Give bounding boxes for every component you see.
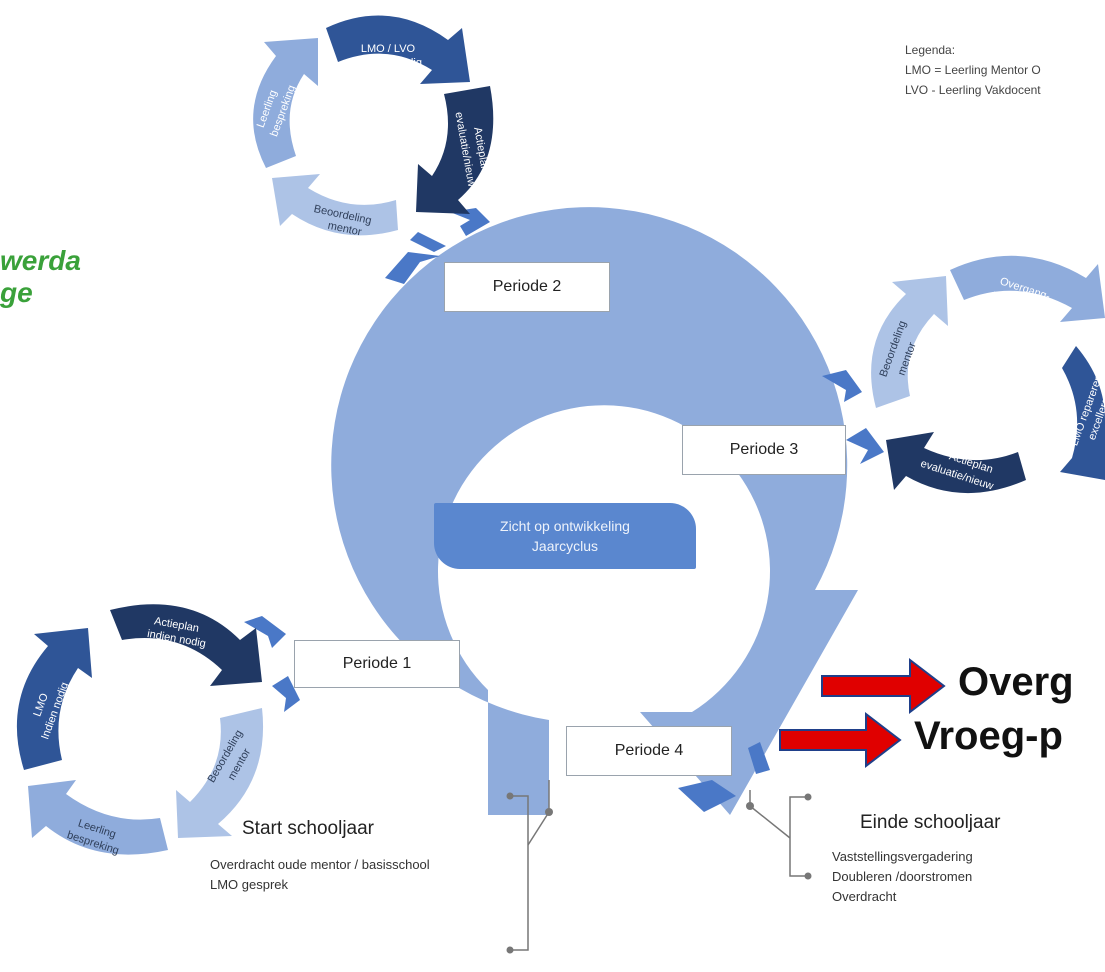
start-list: Overdracht oude mentor / basisschool LMO…: [210, 855, 430, 895]
bracket-dot: [506, 792, 514, 800]
legend: Legenda: LMO = Leerling Mentor O LVO - L…: [905, 40, 1041, 100]
callout-vroeg: Vroeg-p: [914, 714, 1063, 758]
bracket-dot: [746, 802, 754, 810]
bracket-dot: [804, 793, 812, 801]
cycle-p2-segment-lmo: [326, 15, 470, 84]
center-line: Zicht op ontwikkeling: [500, 518, 630, 534]
legend-title: Legenda:: [905, 43, 956, 57]
end-item: Overdracht: [832, 889, 897, 904]
bracket-dots: [506, 792, 812, 954]
center-line: Jaarcyclus: [531, 538, 599, 554]
junction-chevrons: [244, 208, 884, 812]
cycle-p3-segment-actieplan: [886, 432, 1026, 494]
cycle-p3-segment-lmo: [1060, 346, 1105, 480]
legend-line: LVO - Leerling Vakdocent: [905, 83, 1041, 97]
end-item: Doubleren /doorstromen: [832, 869, 973, 884]
cycle-p2-label: Indien nodig: [362, 57, 422, 69]
cycle-p3-segment-beoordeling: [871, 276, 948, 408]
bracket-dot: [545, 808, 553, 816]
callout-overgang: Overg: [958, 660, 1074, 704]
period-4-box: Periode 4: [566, 726, 732, 776]
center-label: Zicht op ontwikkeling Jaarcyclus: [434, 503, 696, 569]
start-item: Overdracht oude mentor / basisschool: [210, 857, 430, 872]
legend-line: LMO = Leerling Mentor O: [905, 63, 1041, 77]
start-item: LMO gesprek: [210, 877, 289, 892]
cycle-p3-segment-overgang: [950, 255, 1105, 322]
end-title: Einde schooljaar: [860, 812, 1001, 833]
cycle-p2-segment-actieplan: [416, 86, 494, 214]
logo-line: ge: [0, 277, 33, 308]
cycle-p2-segment-beoordeling: [272, 174, 398, 236]
cycle-p1-segment-lmo: [16, 628, 92, 770]
logo-line: werda: [0, 245, 81, 276]
cycle-periode-1: [16, 604, 264, 855]
cycle-p1-segment-leerling: [28, 780, 168, 855]
red-arrows: [779, 657, 946, 769]
end-bracket: [789, 796, 808, 877]
cycle-p1-segment-beoordeling: [176, 708, 264, 838]
start-title: Start schooljaar: [242, 818, 375, 839]
cycle-periode-3: [871, 255, 1105, 494]
brackets: [510, 780, 808, 951]
main-cycle-arrow: [331, 207, 859, 815]
end-item: Vaststellingsvergadering: [832, 849, 973, 864]
cycle-periode-2: [253, 15, 494, 236]
cycle-p1-segment-actieplan: [110, 604, 262, 686]
bracket-dot: [804, 872, 812, 880]
school-logo: werda ge: [0, 245, 81, 309]
period-1-box: Periode 1: [294, 640, 460, 688]
red-arrow-1: [821, 657, 946, 715]
period-3-box: Periode 3: [682, 425, 846, 475]
bracket-dot: [506, 946, 514, 954]
red-arrow-2: [779, 711, 902, 769]
start-bracket: [510, 795, 529, 951]
end-list: Vaststellingsvergadering Doubleren /door…: [832, 847, 973, 907]
period-2-box: Periode 2: [444, 262, 610, 312]
end-bracket-link: [749, 805, 791, 839]
start-bracket-link: [527, 811, 550, 846]
cycle-p2-label: LMO / LVO: [361, 43, 416, 55]
cycle-p2-segment-leerling: [253, 38, 318, 168]
